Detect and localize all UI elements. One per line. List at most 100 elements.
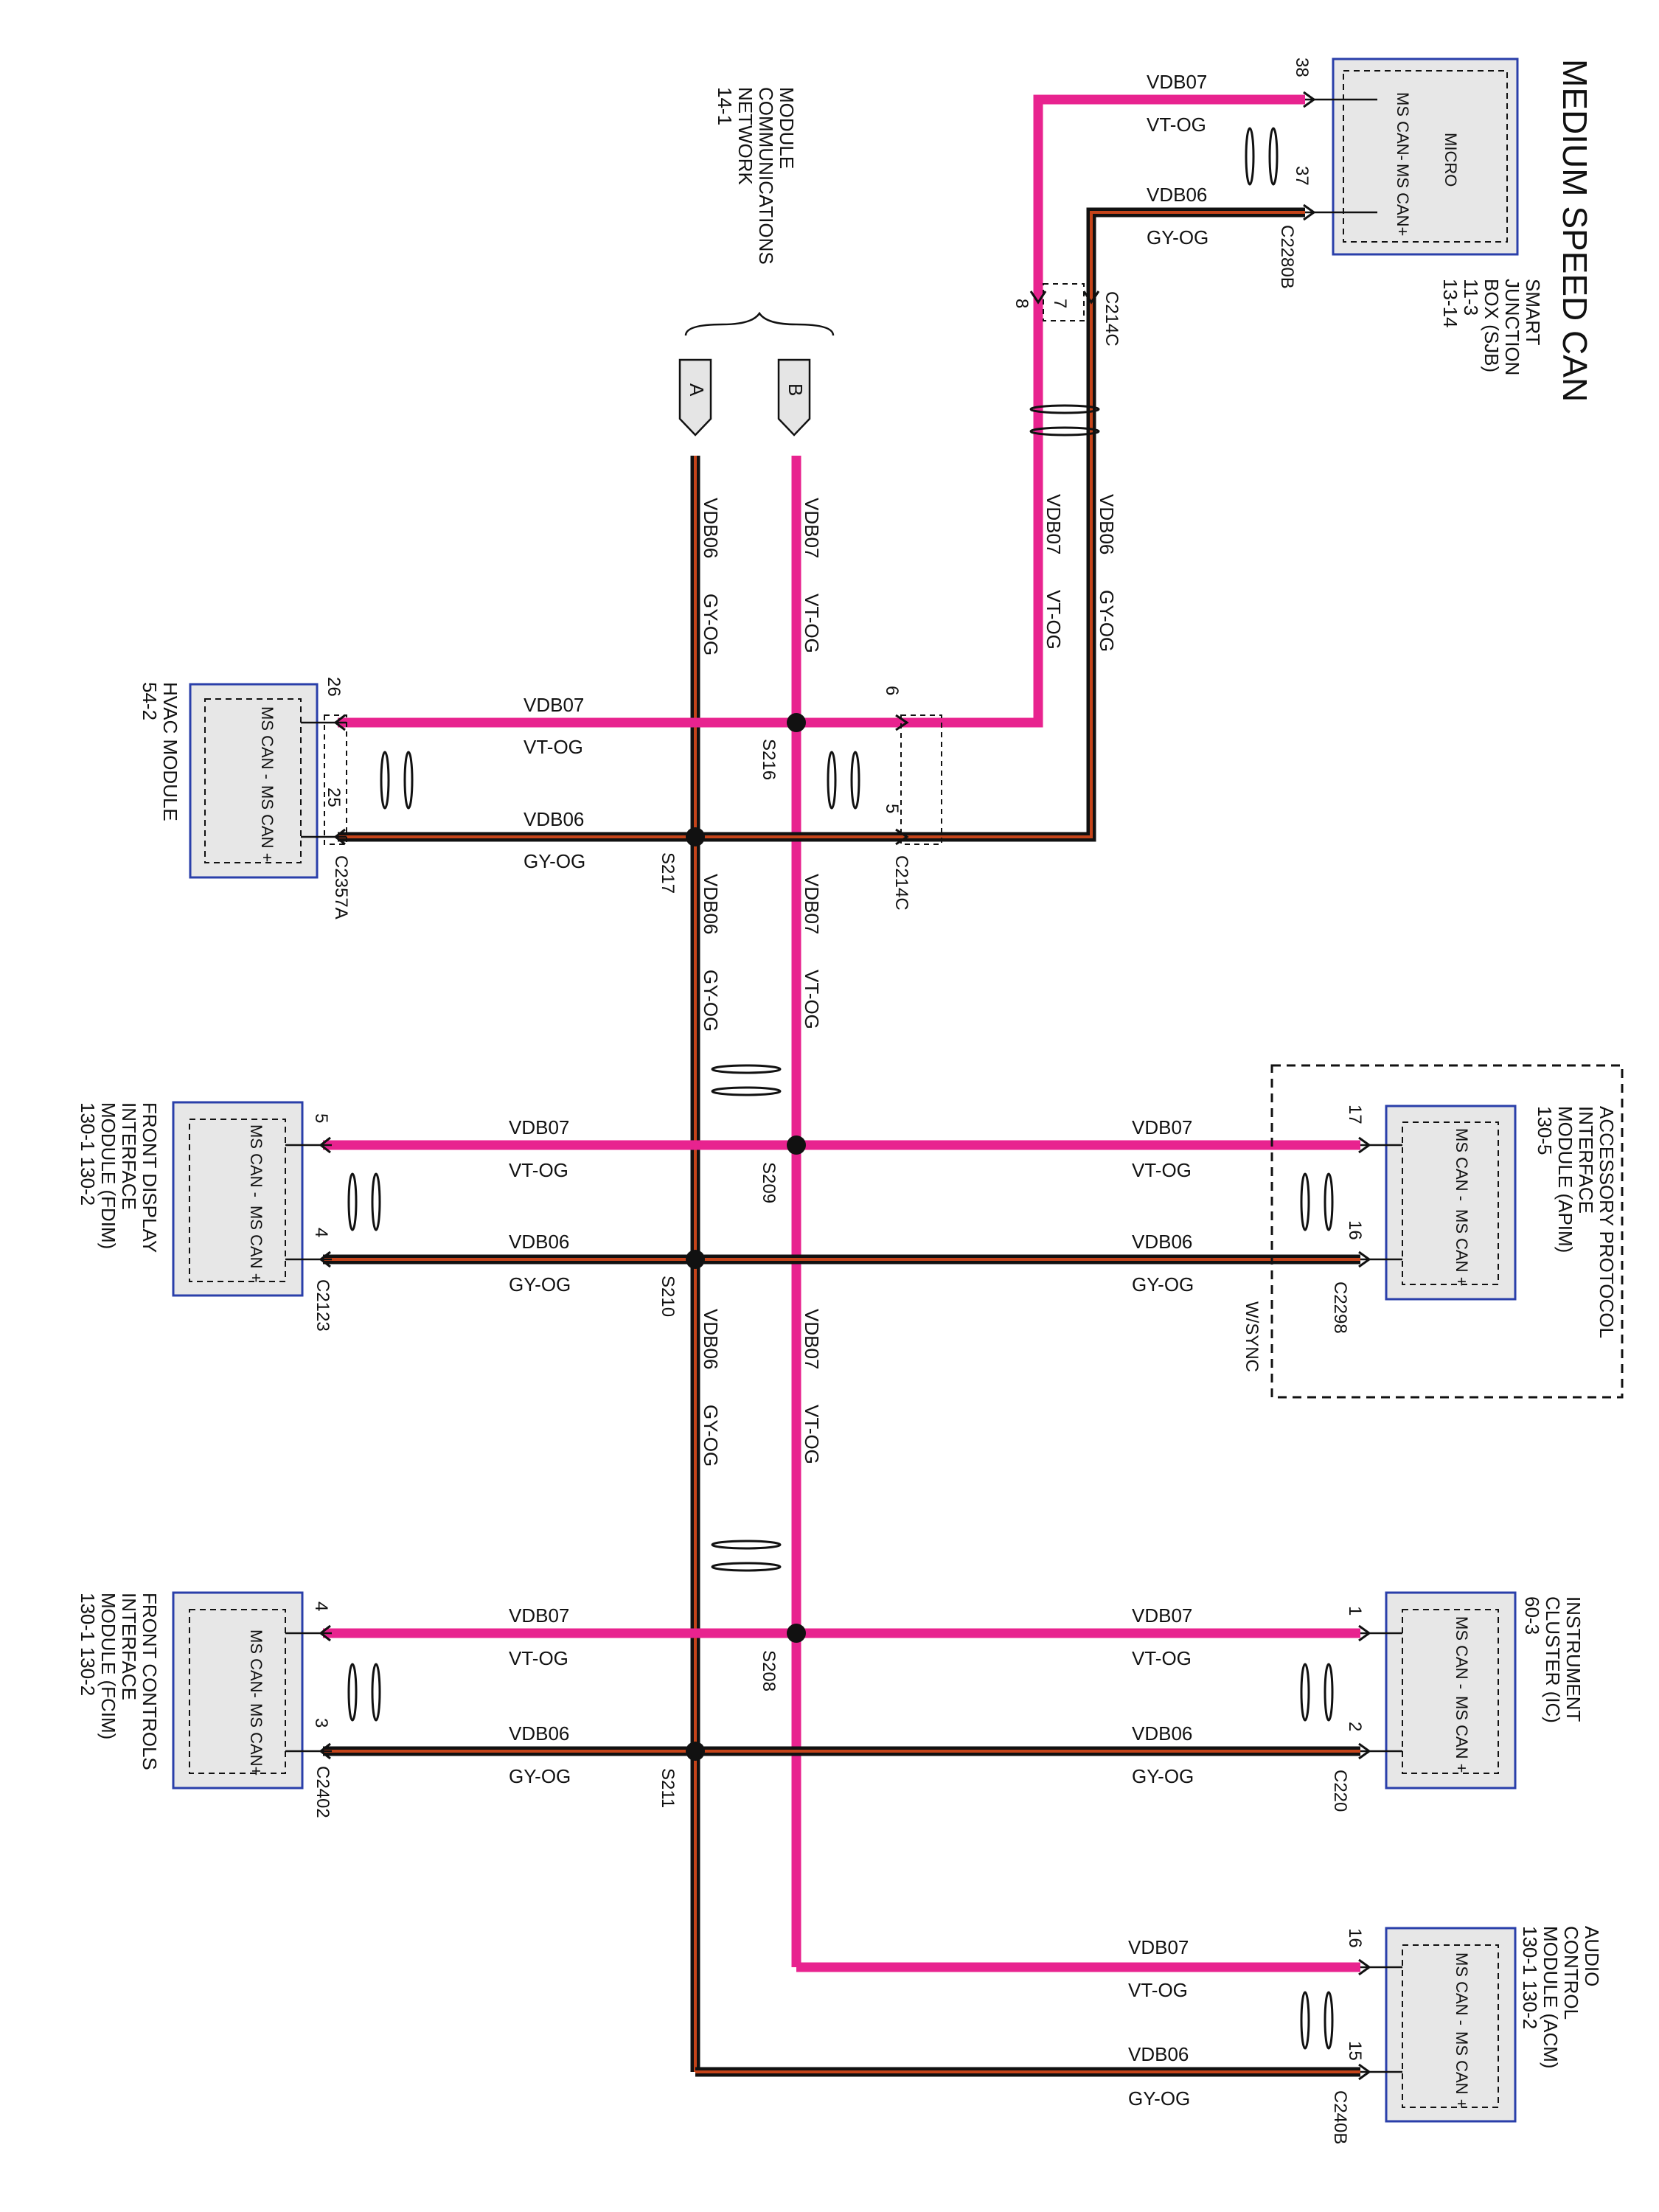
label-modules-acm-lines-0: AUDIO bbox=[1581, 1926, 1603, 1986]
c214c-label-mid: C214C bbox=[891, 855, 911, 911]
network-tag-a-shape bbox=[678, 358, 712, 437]
label-wires-vdb07-circuit: VDB07 bbox=[524, 694, 584, 716]
label-wires-vdb06-color_code: GY-OG bbox=[700, 594, 722, 655]
label-modules-apim-lines-2: MODULE (APIM) bbox=[1554, 1106, 1576, 1253]
label-wires-vdb07-circuit: VDB07 bbox=[801, 1309, 823, 1369]
label-wires-vdb07-circuit: VDB07 bbox=[509, 1604, 569, 1627]
label-modules-fcim-lines-2: MODULE (FCIM) bbox=[97, 1593, 119, 1739]
label-modules-sjb-lines-4: 13-14 bbox=[1439, 279, 1461, 328]
label-modules-fdim-pin_plus_no: 4 bbox=[311, 1228, 331, 1237]
label-wires-vdb07-circuit: VDB07 bbox=[1043, 494, 1065, 554]
label-wires-vdb07-circuit: VDB07 bbox=[801, 498, 823, 558]
diagram-title: MEDIUM SPEED CAN bbox=[1556, 59, 1594, 402]
label-wires-vdb07-color_code: VT-OG bbox=[801, 1405, 823, 1464]
label-wires-vdb07-color_code: VT-OG bbox=[1043, 590, 1065, 650]
splice-label-s216: S216 bbox=[759, 739, 779, 780]
splice-label-s217: S217 bbox=[658, 852, 678, 894]
splice-label-s210: S210 bbox=[658, 1276, 678, 1317]
label-modules-hvac-lines-1: 54-2 bbox=[139, 682, 161, 720]
label-modules-sjb-lines-2: BOX (SJB) bbox=[1481, 279, 1503, 372]
c214c-pin-7: 7 bbox=[1050, 299, 1070, 308]
label-modules-fcim-connector: C2402 bbox=[313, 1766, 333, 1818]
label-modules-acm-pin_plus: MS CAN + bbox=[1453, 2031, 1471, 2109]
label-modules-fcim-pin_plus_no: 3 bbox=[311, 1718, 331, 1728]
module-sjb: MICRO MS CAN- MS CAN+ 38 37 C2280B SMART… bbox=[1277, 58, 1544, 375]
label-wires-vdb06-circuit: VDB06 bbox=[524, 808, 584, 830]
c214c-pin-5: 5 bbox=[882, 804, 902, 813]
label-modules-fdim-pin_plus: MS CAN + bbox=[247, 1206, 265, 1283]
label-modules-hvac-pin_minus_no: 26 bbox=[324, 677, 344, 697]
splices: S216 S217 S209 S210 S208 S211 bbox=[658, 713, 806, 1808]
trunk-labels: VDB07 VT-OG VDB06 GY-OG VDB07 VT-OG VDB0… bbox=[700, 494, 1118, 1467]
label-wires-vdb07-color_code: VT-OG bbox=[509, 1159, 568, 1181]
label-modules-hvac-pin_minus: MS CAN - bbox=[258, 706, 276, 779]
twisted-pair-marks bbox=[347, 127, 1334, 2050]
label-wires-vdb06-circuit: VDB06 bbox=[700, 1309, 722, 1369]
splice-label-s208: S208 bbox=[759, 1650, 779, 1691]
c214c-label-top: C214C bbox=[1102, 291, 1121, 347]
label-wires-vdb06-color_code: GY-OG bbox=[1147, 226, 1208, 248]
label-wires-vdb07-circuit: VDB07 bbox=[509, 1116, 569, 1138]
label-modules-hvac-pin_plus_no: 25 bbox=[324, 787, 344, 807]
label-modules-acm-lines-2: MODULE (ACM) bbox=[1540, 1926, 1562, 2069]
label-modules-ic-lines-0: INSTRUMENT bbox=[1562, 1596, 1585, 1722]
label-wires-vdb07-color_code: VT-OG bbox=[1132, 1647, 1192, 1669]
label-modules-hvac-connector: C2357A bbox=[331, 855, 351, 919]
label-modules-sjb-pin_plus_no: 37 bbox=[1292, 166, 1312, 186]
label-modules-fdim-pin_minus: MS CAN - bbox=[247, 1124, 265, 1197]
label-modules-fdim-lines-2: MODULE (FDIM) bbox=[97, 1102, 119, 1249]
label-modules-acm-lines-1: CONTROL bbox=[1560, 1926, 1582, 2020]
label-modules-fdim-lines-0: FRONT DISPLAY bbox=[139, 1102, 161, 1253]
network-tag-b: B bbox=[785, 383, 807, 396]
module-fdim: MS CAN - MS CAN + 5 4 C2123 FRONT DISPLA… bbox=[77, 1101, 333, 1332]
label-modules-sjb-lines-3: 11-3 bbox=[1460, 279, 1482, 316]
label-wires-vdb06-circuit: VDB06 bbox=[1128, 2043, 1189, 2065]
module-acm: MS CAN - MS CAN + 16 15 C240B AUDIO CONT… bbox=[1330, 1926, 1603, 2144]
c214c-pin-8: 8 bbox=[1012, 299, 1032, 308]
label-modules-ic-pin_minus: MS CAN - bbox=[1453, 1616, 1471, 1689]
label-modules-sjb-pin_minus: MS CAN- bbox=[1394, 92, 1412, 161]
label-modules-ic-lines-1: CLUSTER (IC) bbox=[1542, 1596, 1564, 1723]
module-hvac: MS CAN - MS CAN + 26 25 C2357A HVAC MODU… bbox=[139, 677, 351, 919]
label-wires-vdb07-color_code: VT-OG bbox=[1132, 1159, 1192, 1181]
label-wires-vdb06-circuit: VDB06 bbox=[1132, 1722, 1192, 1745]
label-modules-apim-note: W/SYNC bbox=[1242, 1301, 1262, 1372]
label-modules-apim-pin_minus_no: 17 bbox=[1345, 1105, 1365, 1124]
label-modules-ic-pin_plus: MS CAN + bbox=[1453, 1696, 1471, 1773]
label-wires-vdb06-color_code: GY-OG bbox=[1096, 590, 1118, 652]
label-modules-apim-lines-1: INTERFACE bbox=[1575, 1106, 1597, 1214]
label-modules-hvac-lines-0: HVAC MODULE bbox=[159, 682, 181, 821]
label-modules-sjb-inner: MICRO bbox=[1441, 133, 1460, 187]
label-wires-vdb07-circuit: VDB07 bbox=[1132, 1116, 1192, 1138]
module-fcim: MS CAN- MS CAN+ 4 3 C2402 FRONT CONTROLS… bbox=[77, 1591, 333, 1818]
c214c-pin-6: 6 bbox=[882, 686, 902, 695]
label-wires-vdb06-color_code: GY-OG bbox=[700, 970, 722, 1032]
label-modules-fcim-pin_minus: MS CAN- bbox=[247, 1630, 265, 1698]
label-wires-vdb06-color_code: GY-OG bbox=[1132, 1765, 1194, 1787]
network-ref-line-1: MODULE bbox=[776, 87, 798, 169]
label-wires-vdb06-color_code: GY-OG bbox=[524, 850, 585, 872]
label-wires-vdb06-circuit: VDB06 bbox=[1147, 184, 1207, 206]
label-wires-vdb07-color_code: VT-OG bbox=[1147, 114, 1206, 136]
label-modules-apim-connector: C2298 bbox=[1330, 1281, 1350, 1334]
splice-label-s211: S211 bbox=[658, 1768, 678, 1808]
network-reference: MODULE COMMUNICATIONS NETWORK 14-1 A B bbox=[678, 87, 835, 437]
label-wires-vdb06-color_code: GY-OG bbox=[509, 1273, 571, 1295]
splice-s211 bbox=[686, 1742, 705, 1761]
label-wires-vdb06-color_code: GY-OG bbox=[1132, 1273, 1194, 1295]
label-modules-ic-pin_plus_no: 2 bbox=[1345, 1722, 1365, 1731]
label-wires-vdb06-circuit: VDB06 bbox=[509, 1722, 569, 1745]
label-modules-fcim-lines-3: 130-1 130-2 bbox=[77, 1593, 99, 1696]
label-modules-apim-pin_plus_no: 16 bbox=[1345, 1220, 1365, 1240]
label-modules-ic-lines-2: 60-3 bbox=[1521, 1596, 1543, 1635]
label-wires-vdb06-color_code: GY-OG bbox=[700, 1405, 722, 1467]
label-modules-sjb-pin_minus_no: 38 bbox=[1292, 58, 1312, 77]
label-wires-vdb06-circuit: VDB06 bbox=[1132, 1231, 1192, 1253]
splice-s209 bbox=[787, 1135, 806, 1155]
label-wires-vdb07-circuit: VDB07 bbox=[1132, 1604, 1192, 1627]
label-modules-fdim-lines-3: 130-1 130-2 bbox=[77, 1102, 99, 1206]
label-modules-ic-connector: C220 bbox=[1330, 1770, 1350, 1812]
label-modules-ic-pin_minus_no: 1 bbox=[1345, 1606, 1365, 1615]
label-modules-acm-pin_plus_no: 15 bbox=[1345, 2041, 1365, 2061]
